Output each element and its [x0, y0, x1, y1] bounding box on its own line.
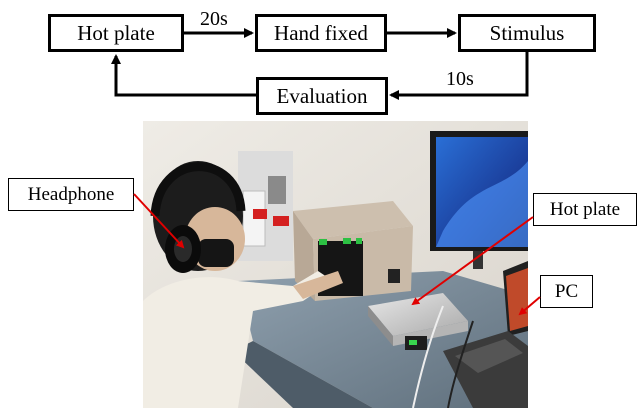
time-20s-label: 20s	[200, 8, 228, 30]
hot-plate-callout: Hot plate	[533, 193, 637, 226]
flow-arrows	[111, 28, 529, 100]
hand-fixed-label: Hand fixed	[274, 20, 368, 45]
headphone-label: Headphone	[27, 183, 115, 205]
evaluation-box: Evaluation	[256, 77, 388, 115]
experiment-scene	[143, 121, 528, 408]
arrow-stimulus-to-evaluation	[389, 51, 529, 100]
stimulus-box: Stimulus	[458, 14, 596, 52]
hot-plate-callout-label: Hot plate	[549, 198, 621, 220]
time-10s-label: 10s	[446, 68, 474, 90]
experiment-photo	[143, 121, 528, 408]
hot-plate-label: Hot plate	[77, 20, 155, 45]
pc-label: PC	[554, 280, 579, 302]
flow-diagram: Hot plate Hand fixed Stimulus Evaluation…	[0, 0, 643, 115]
hand-fixed-box: Hand fixed	[255, 14, 387, 52]
hot-plate-box: Hot plate	[48, 14, 184, 52]
stimulus-label: Stimulus	[489, 20, 565, 45]
headphone-callout: Headphone	[8, 178, 134, 211]
arrow-evaluation-to-hotplate	[111, 54, 256, 97]
pc-callout: PC	[540, 275, 593, 308]
evaluation-label: Evaluation	[276, 83, 368, 108]
